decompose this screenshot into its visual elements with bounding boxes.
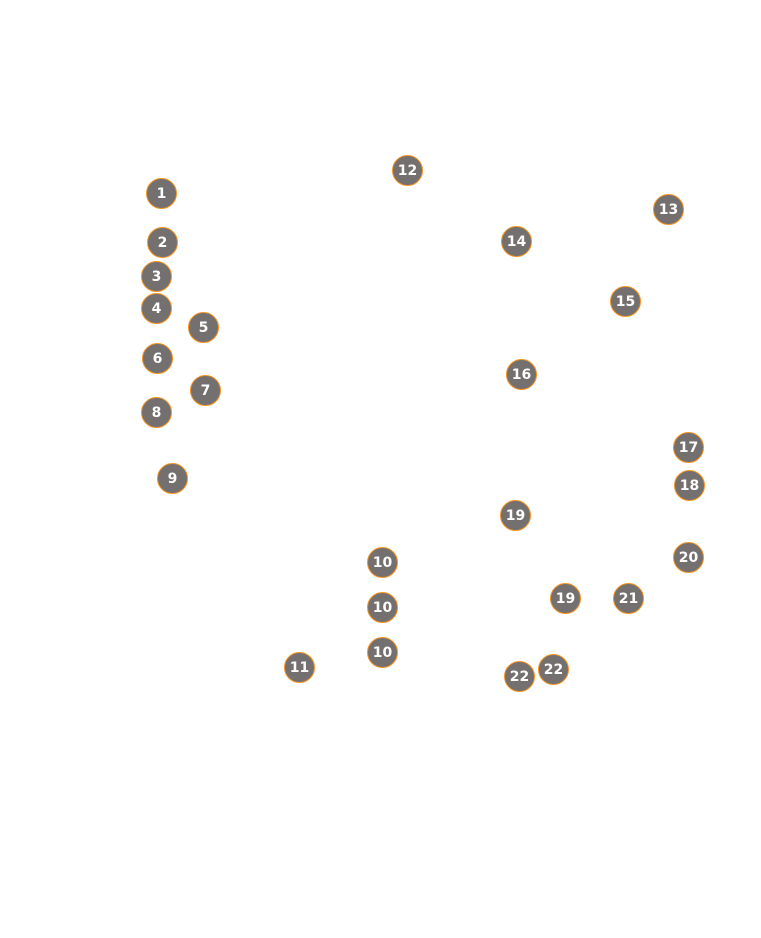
marker-1[interactable]: 1 — [146, 178, 177, 209]
marker-13[interactable]: 13 — [653, 194, 684, 225]
marker-11[interactable]: 11 — [284, 652, 315, 683]
marker-22[interactable]: 22 — [538, 654, 569, 685]
marker-17[interactable]: 17 — [673, 432, 704, 463]
marker-21[interactable]: 21 — [613, 583, 644, 614]
marker-8[interactable]: 8 — [141, 397, 172, 428]
marker-20[interactable]: 20 — [673, 542, 704, 573]
marker-2[interactable]: 2 — [147, 227, 178, 258]
marker-16[interactable]: 16 — [506, 359, 537, 390]
marker-12[interactable]: 12 — [392, 155, 423, 186]
marker-19[interactable]: 19 — [500, 500, 531, 531]
marker-19[interactable]: 19 — [550, 583, 581, 614]
marker-4[interactable]: 4 — [141, 293, 172, 324]
marker-3[interactable]: 3 — [141, 261, 172, 292]
marker-6[interactable]: 6 — [142, 343, 173, 374]
marker-10[interactable]: 10 — [367, 592, 398, 623]
marker-22[interactable]: 22 — [504, 661, 535, 692]
marker-5[interactable]: 5 — [188, 312, 219, 343]
marker-7[interactable]: 7 — [190, 375, 221, 406]
marker-10[interactable]: 10 — [367, 637, 398, 668]
marker-14[interactable]: 14 — [501, 226, 532, 257]
marker-9[interactable]: 9 — [157, 463, 188, 494]
marker-15[interactable]: 15 — [610, 286, 641, 317]
marker-10[interactable]: 10 — [367, 547, 398, 578]
marker-18[interactable]: 18 — [674, 470, 705, 501]
